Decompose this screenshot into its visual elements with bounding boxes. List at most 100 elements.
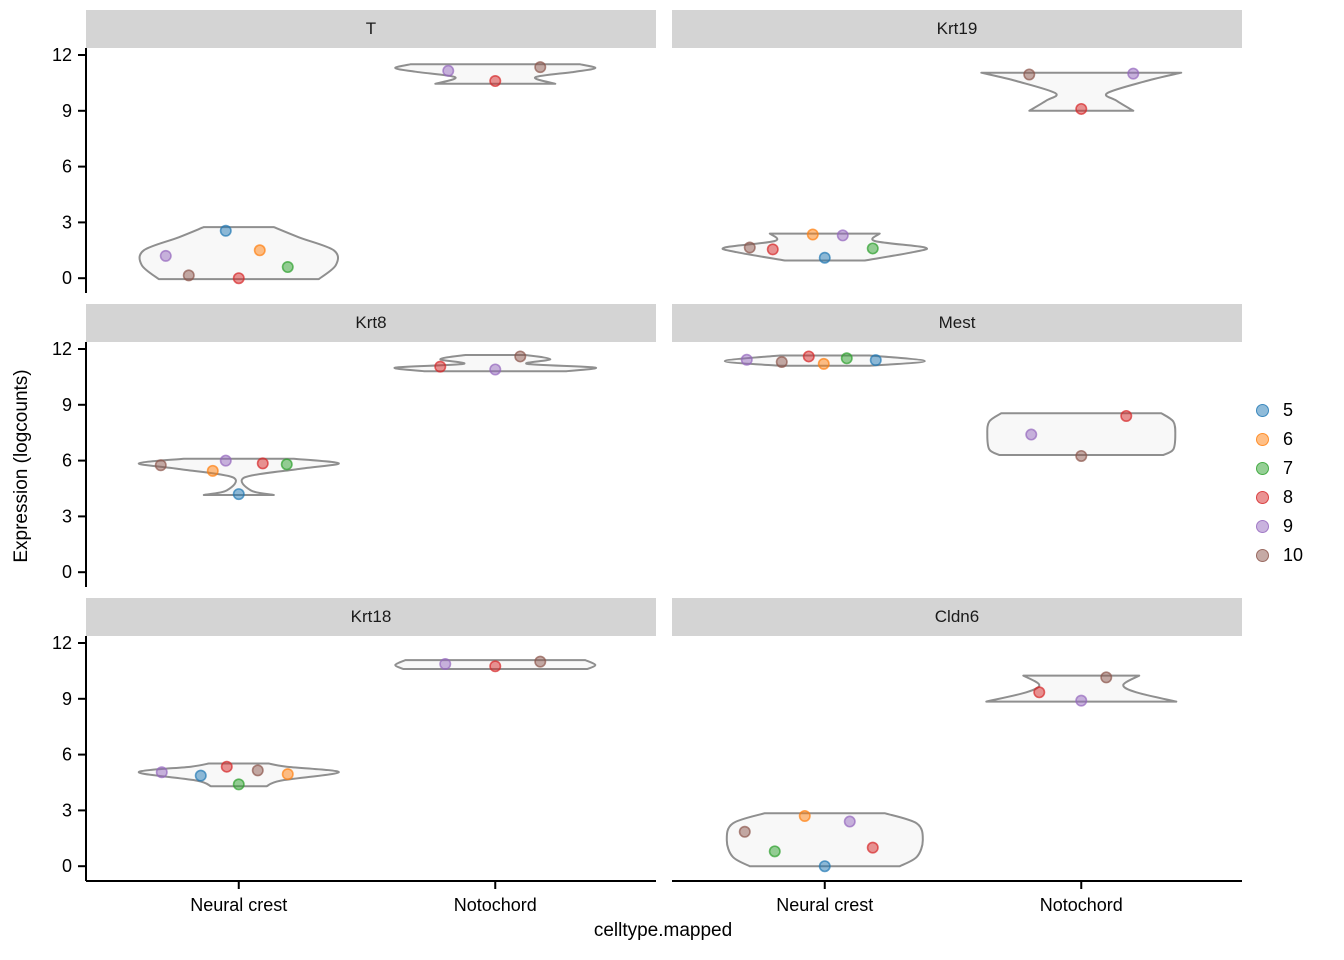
legend-item: 5 xyxy=(1256,400,1303,420)
y-axis-tick-label: 0 xyxy=(62,562,72,582)
legend-label: 5 xyxy=(1283,400,1294,420)
data-point xyxy=(869,354,882,367)
data-point xyxy=(818,251,831,264)
facet-title: Krt8 xyxy=(355,313,387,332)
y-axis-tick-label: 0 xyxy=(62,268,72,288)
legend-label: 10 xyxy=(1283,545,1304,565)
data-point xyxy=(251,764,264,777)
x-axis-tick-label: Notochord xyxy=(454,895,537,915)
data-point xyxy=(1075,694,1088,707)
data-point xyxy=(206,464,219,477)
data-point xyxy=(806,228,819,241)
data-point xyxy=(534,61,547,74)
y-axis-tick-label: 6 xyxy=(62,451,72,471)
data-point xyxy=(817,357,830,370)
data-point xyxy=(489,660,502,673)
data-point xyxy=(743,241,756,254)
data-point xyxy=(802,350,815,363)
data-point xyxy=(775,356,788,369)
violin-shape xyxy=(986,412,1177,456)
y-axis-tick-label: 3 xyxy=(62,212,72,232)
legend-swatch-icon xyxy=(1256,519,1269,533)
x-axis-tick-label: Neural crest xyxy=(190,895,287,915)
facet-title: Krt18 xyxy=(350,607,392,626)
data-point xyxy=(281,768,294,781)
x-axis-tick-label: Neural crest xyxy=(776,895,873,915)
violin-shape xyxy=(725,812,924,868)
data-point xyxy=(866,841,879,854)
facet-panel xyxy=(723,350,1177,462)
data-point xyxy=(840,352,853,365)
data-point xyxy=(434,360,447,373)
data-point xyxy=(738,825,751,838)
data-point xyxy=(281,261,294,274)
data-point xyxy=(219,454,232,467)
legend-item: 10 xyxy=(1256,545,1303,565)
data-point xyxy=(219,224,232,237)
data-point xyxy=(768,845,781,858)
facet-title: T xyxy=(365,19,377,38)
data-point xyxy=(155,766,168,779)
data-point xyxy=(1100,671,1113,684)
legend-swatch-icon xyxy=(1256,548,1269,562)
legend-item: 9 xyxy=(1256,516,1303,536)
facet-strip: Cldn6 xyxy=(672,598,1242,636)
facet-strip: T xyxy=(86,10,656,48)
data-point xyxy=(159,249,172,262)
data-point xyxy=(442,64,455,77)
data-point xyxy=(1075,449,1088,462)
legend-label: 8 xyxy=(1283,487,1294,507)
facet-title: Cldn6 xyxy=(934,607,980,626)
data-point xyxy=(514,350,527,363)
facet-strip: Krt18 xyxy=(86,598,656,636)
data-point xyxy=(232,272,245,285)
data-point xyxy=(1075,102,1088,115)
legend-swatch-icon xyxy=(1256,490,1269,504)
data-point xyxy=(1127,67,1140,80)
legend-swatch-icon xyxy=(1256,403,1269,417)
facet-strip: Mest xyxy=(672,304,1242,342)
legend-item: 6 xyxy=(1256,429,1303,449)
y-axis-tick-label: 12 xyxy=(52,45,72,65)
legend: 5 6 7 8 9 10 xyxy=(1256,400,1303,565)
legend-swatch-icon xyxy=(1256,432,1269,446)
y-axis-tick-label: 3 xyxy=(62,800,72,820)
y-axis-tick-label: 6 xyxy=(62,745,72,765)
y-axis-tick-label: 9 xyxy=(62,395,72,415)
data-point xyxy=(194,769,207,782)
data-point xyxy=(256,457,269,470)
facet-title: Mest xyxy=(938,313,976,332)
facet-title: Krt19 xyxy=(936,19,978,38)
data-point xyxy=(534,655,547,668)
violin-shape xyxy=(980,71,1183,112)
y-axis-tick-label: 6 xyxy=(62,157,72,177)
x-axis-title: celltype.mapped xyxy=(593,920,733,941)
data-point xyxy=(1023,68,1036,81)
data-point xyxy=(489,363,502,376)
data-point xyxy=(232,778,245,791)
facet-strip: Krt8 xyxy=(86,304,656,342)
data-point xyxy=(280,458,293,471)
data-point xyxy=(220,760,233,773)
data-point xyxy=(843,815,856,828)
legend-item: 8 xyxy=(1256,487,1303,507)
legend-label: 7 xyxy=(1283,458,1294,478)
data-point xyxy=(1025,428,1038,441)
legend-item: 7 xyxy=(1256,458,1303,478)
data-point xyxy=(818,860,831,873)
data-point xyxy=(1033,686,1046,699)
data-point xyxy=(798,809,811,822)
data-point xyxy=(439,658,452,671)
facet-panel: Neural crest Notochord xyxy=(672,671,1242,915)
data-point xyxy=(766,243,779,256)
facet-strip: Krt19 xyxy=(672,10,1242,48)
data-point xyxy=(182,269,195,282)
data-point xyxy=(740,353,753,366)
data-point xyxy=(489,75,502,88)
legend-label: 9 xyxy=(1283,516,1294,536)
x-axis-tick-label: Notochord xyxy=(1040,895,1123,915)
y-axis-tick-label: 9 xyxy=(62,689,72,709)
